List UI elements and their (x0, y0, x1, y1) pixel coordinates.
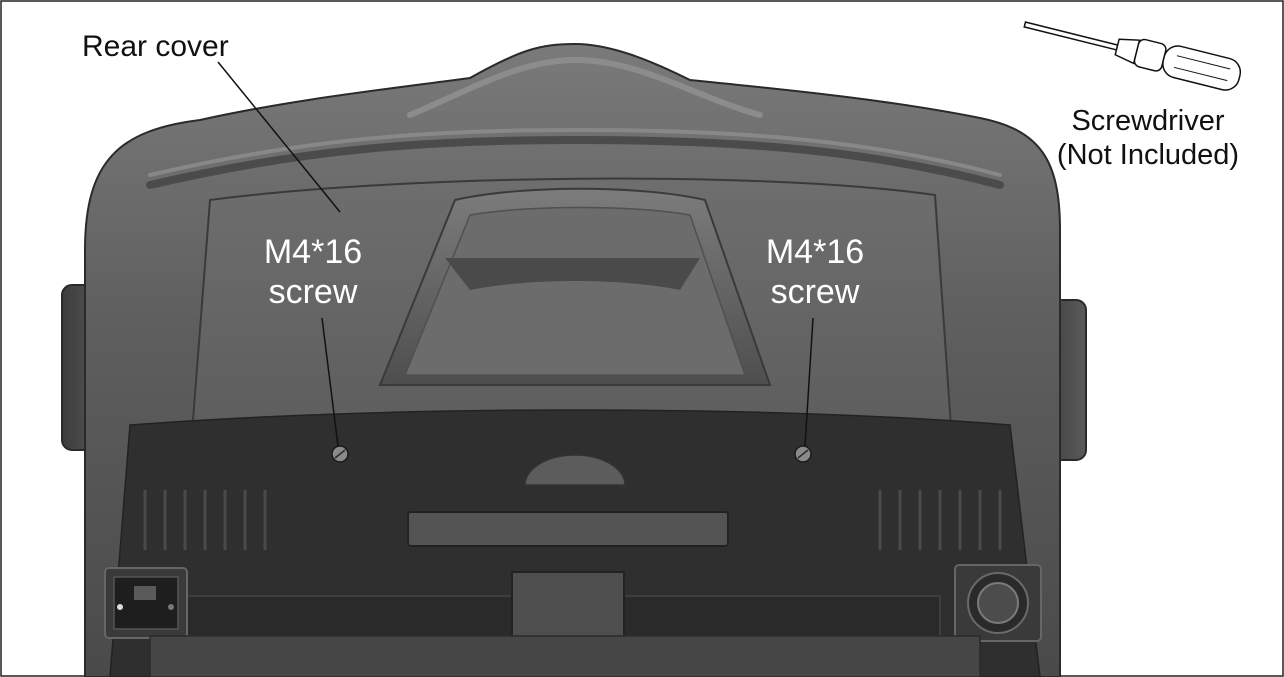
right-screw (794, 445, 812, 463)
right-connector (954, 564, 1042, 642)
right-vents (878, 490, 1002, 550)
handle-grip (445, 258, 700, 290)
not-included-label: (Not Included) (1057, 139, 1239, 171)
crest-ridge (407, 56, 763, 118)
left-screw-word-label: screw (269, 273, 358, 311)
right-screw-word-label: screw (771, 273, 860, 311)
crest-ridge-shadow (146, 135, 1004, 189)
rear-cover-leader (217, 61, 341, 213)
left-screw (331, 445, 349, 463)
screwdriver-label: Screwdriver (1071, 105, 1224, 137)
crest-ridge-light (148, 127, 1002, 177)
right-screw-leader (804, 317, 814, 447)
base-column (149, 635, 981, 677)
left-screw-leader (321, 317, 339, 447)
left-vents (143, 490, 267, 550)
screwdriver-icon (1023, 21, 1242, 91)
left-screw-size-label: M4*16 (264, 233, 362, 271)
rear-cover-label: Rear cover (82, 30, 229, 63)
right-screw-size-label: M4*16 (766, 233, 864, 271)
left-connector (104, 567, 188, 639)
handle-inner (403, 206, 747, 376)
center-bump (524, 454, 626, 486)
center-slot (407, 511, 729, 547)
